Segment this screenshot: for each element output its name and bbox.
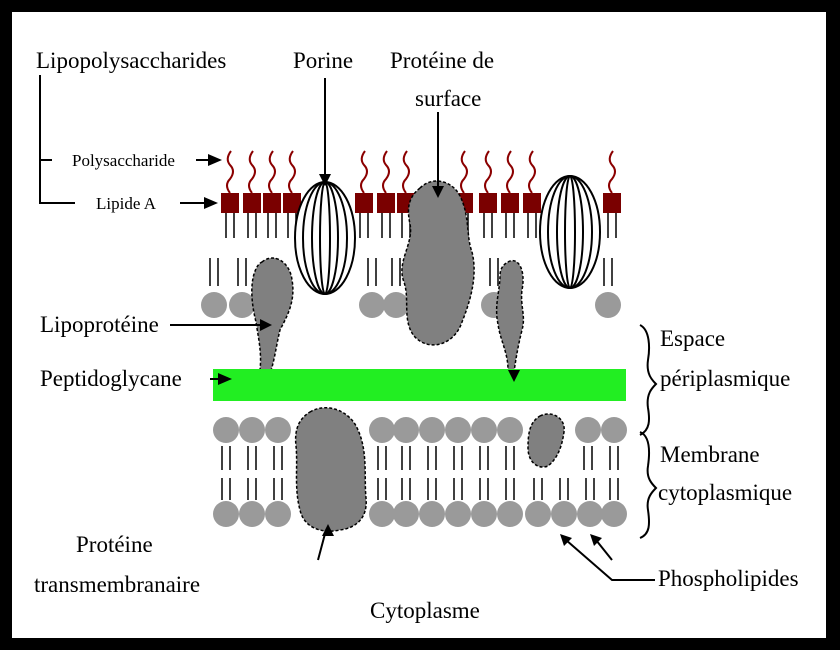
phospholipid-head xyxy=(369,501,395,527)
label-peptidoglycane: Peptidoglycane xyxy=(40,366,182,391)
phospholipid-head xyxy=(213,417,239,443)
label-proteine-surface-2: surface xyxy=(415,86,481,111)
phospholipid-head xyxy=(265,501,291,527)
phospholipid-head xyxy=(369,417,395,443)
label-espace-1: Espace xyxy=(660,326,725,351)
label-proteine-trans-2: transmembranaire xyxy=(34,572,200,597)
phospholipid-head xyxy=(525,501,551,527)
polysaccharide-chain xyxy=(227,151,233,193)
polysaccharide-chain xyxy=(383,151,389,193)
label-membrane-1: Membrane xyxy=(660,442,760,467)
phospholipid-head xyxy=(497,417,523,443)
cytoplasmic-membrane xyxy=(213,417,627,527)
transmembrane-protein xyxy=(296,408,367,531)
polysaccharide-chain xyxy=(269,151,275,193)
label-cytoplasme: Cytoplasme xyxy=(370,598,480,623)
phospholipid-head xyxy=(577,501,603,527)
label-phospholipides: Phospholipides xyxy=(658,566,799,591)
porin-left xyxy=(295,182,355,294)
phospholipid-head xyxy=(601,417,627,443)
phospholipid-head xyxy=(551,501,577,527)
label-lipopolysaccharides: Lipopolysaccharides xyxy=(36,48,226,73)
phospholipid-head xyxy=(201,292,227,318)
phospholipid-head xyxy=(445,501,471,527)
label-membrane-2: cytoplasmique xyxy=(658,480,792,505)
phospholipid-head xyxy=(471,417,497,443)
label-espace-2: périplasmique xyxy=(660,366,790,391)
lipid-a-block xyxy=(355,193,373,213)
lipid-a-block xyxy=(377,193,395,213)
polysaccharide-chain xyxy=(485,151,491,193)
label-porine: Porine xyxy=(293,48,353,73)
label-lipide-a: Lipide A xyxy=(96,194,157,213)
label-lipoproteine: Lipoprotéine xyxy=(40,312,159,337)
phospholipid-head xyxy=(229,292,255,318)
polysaccharide-chain xyxy=(507,151,513,193)
phospholipid-head xyxy=(419,501,445,527)
phospholipid-head xyxy=(213,501,239,527)
phospholipid-head xyxy=(393,417,419,443)
surface-protein xyxy=(402,181,474,345)
phospholipid-head xyxy=(445,417,471,443)
polysaccharide-chain xyxy=(249,151,255,193)
polysaccharide-chain xyxy=(403,151,409,193)
phospholipid-head xyxy=(497,501,523,527)
lipid-a-block xyxy=(523,193,541,213)
polysaccharide-chain xyxy=(529,151,535,193)
lipid-a-block xyxy=(501,193,519,213)
lipid-a-block xyxy=(479,193,497,213)
phospholipid-head xyxy=(239,501,265,527)
lipid-a-block xyxy=(603,193,621,213)
label-proteine-trans-1: Protéine xyxy=(76,532,153,557)
label-proteine-surface-1: Protéine de xyxy=(390,48,494,73)
phospholipid-head xyxy=(239,417,265,443)
lipoprotein-right xyxy=(497,261,524,378)
lipid-a-block xyxy=(263,193,281,213)
phospholipid-head xyxy=(383,292,409,318)
polysaccharide-chain xyxy=(289,151,295,193)
phospholipid-head xyxy=(419,417,445,443)
phospholipid-head xyxy=(471,501,497,527)
phospholipid-head xyxy=(393,501,419,527)
phospholipid-head xyxy=(359,292,385,318)
phospholipid-head xyxy=(595,292,621,318)
lipid-a-block xyxy=(221,193,239,213)
porin-right xyxy=(540,176,600,288)
polysaccharide-chain xyxy=(461,151,467,193)
lipoprotein-left xyxy=(252,258,293,382)
phospholipid-head xyxy=(265,417,291,443)
peptidoglycan-layer xyxy=(213,369,626,401)
label-polysaccharide: Polysaccharide xyxy=(72,151,175,170)
polysaccharide-chain xyxy=(361,151,367,193)
phospholipid-head xyxy=(575,417,601,443)
phospholipid-head xyxy=(601,501,627,527)
peripheral-protein xyxy=(528,414,564,467)
lipid-a-block xyxy=(243,193,261,213)
polysaccharide-chain xyxy=(609,151,615,193)
